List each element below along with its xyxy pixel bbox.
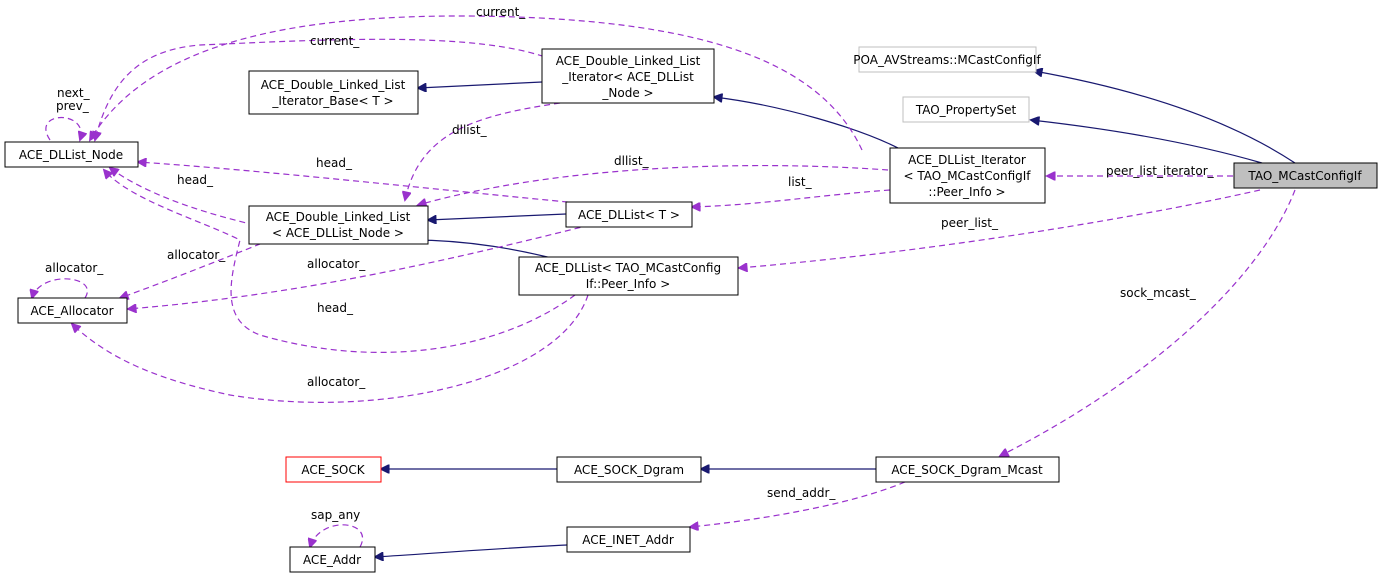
label-sock-mcast: sock_mcast_ — [1120, 286, 1197, 300]
label-prev: prev_ — [56, 99, 90, 113]
node-label-line2: _Iterator< ACE_DLList — [561, 70, 694, 84]
node-ace-sock[interactable]: ACE_SOCK — [285, 456, 382, 483]
label-head-left: head_ — [177, 173, 214, 187]
edge-sock-mcast — [1000, 189, 1296, 456]
node-ace-allocator[interactable]: ACE_Allocator — [17, 297, 128, 324]
label-list: list_ — [788, 175, 813, 189]
label-dllist-peer-iter: dllist_ — [614, 154, 650, 168]
node-label: ACE_SOCK — [301, 463, 365, 477]
node-label: ACE_DLList_Node — [19, 148, 123, 162]
label-allocator-self: allocator_ — [45, 261, 104, 275]
node-label: ACE_SOCK_Dgram_Mcast — [891, 463, 1043, 477]
edge-current-second — [95, 38, 554, 140]
node-label: ACE_INET_Addr — [582, 533, 674, 547]
node-ace-double-linked-list-iterator-base[interactable]: ACE_Double_Linked_List _Iterator_Base< T… — [248, 70, 419, 115]
edge-allocator-dllistt — [128, 224, 591, 309]
node-label-line2: _Iterator_Base< T > — [271, 94, 393, 108]
usage-edges — [32, 15, 1296, 547]
edge-current-top — [90, 15, 863, 151]
edge-labels: current_ current_ next_ prev_ dllist_ he… — [45, 5, 1215, 522]
inheritance-edges — [375, 71, 1296, 557]
node-label: TAO_MCastConfigIf — [1247, 169, 1362, 183]
edge-mcastconfigif-to-propertyset — [1031, 120, 1263, 164]
node-label: ACE_Allocator — [30, 304, 113, 318]
node-ace-inet-addr[interactable]: ACE_INET_Addr — [566, 526, 691, 553]
label-peer-list: peer_list_ — [941, 216, 999, 230]
edge-dlliter-to-base — [418, 81, 543, 88]
label-next: next_ — [57, 86, 91, 100]
label-head-node: head_ — [316, 156, 353, 170]
edge-allocator-dll — [120, 239, 271, 298]
edge-list — [692, 189, 891, 207]
node-ace-dllist-node[interactable]: ACE_DLList_Node — [4, 141, 139, 168]
node-label-line1: ACE_DLList< TAO_MCastConfig — [535, 261, 721, 275]
label-current-top: current_ — [476, 5, 526, 19]
label-allocator-dllistt: allocator_ — [307, 257, 366, 271]
edge-peeriter-to-dlliter — [714, 97, 903, 151]
label-head-bottom: head_ — [317, 301, 354, 315]
node-label: TAO_PropertySet — [915, 103, 1017, 117]
label-allocator-dll: allocator_ — [167, 248, 226, 262]
node-ace-dllist-iterator-peer-info[interactable]: ACE_DLList_Iterator < TAO_MCastConfigIf … — [889, 147, 1046, 204]
node-tao-propertyset[interactable]: TAO_PropertySet — [902, 96, 1030, 123]
node-ace-sock-dgram[interactable]: ACE_SOCK_Dgram — [556, 456, 702, 483]
edge-sap-any-self — [310, 524, 364, 547]
label-allocator-bottom: allocator_ — [307, 375, 366, 389]
node-ace-dllist-peer-info[interactable]: ACE_DLList< TAO_MCastConfig If::Peer_Inf… — [518, 256, 739, 296]
node-label-line2: < ACE_DLList_Node > — [272, 226, 404, 240]
edge-mcastconfigif-to-poa — [1034, 71, 1296, 164]
node-ace-double-linked-list-node[interactable]: ACE_Double_Linked_List < ACE_DLList_Node… — [248, 205, 429, 245]
node-label-line1: ACE_Double_Linked_List — [266, 210, 411, 224]
edge-send-addr — [690, 481, 906, 527]
node-label: POA_AVStreams::MCastConfigIf — [853, 53, 1041, 67]
node-label-line3: ::Peer_Info > — [928, 185, 1005, 199]
node-label-line1: ACE_Double_Linked_List — [556, 54, 701, 68]
edge-head-left — [110, 168, 256, 226]
label-peer-list-iterator: peer_list_iterator_ — [1106, 164, 1215, 178]
node-label-line1: ACE_Double_Linked_List — [261, 78, 406, 92]
label-send-addr: send_addr_ — [767, 486, 836, 500]
node-label-line1: ACE_DLList_Iterator — [908, 153, 1026, 167]
edge-allocator-self — [32, 278, 88, 298]
node-ace-sock-dgram-mcast[interactable]: ACE_SOCK_Dgram_Mcast — [875, 456, 1060, 483]
node-tao-mcastconfigif[interactable]: TAO_MCastConfigIf — [1233, 162, 1378, 189]
node-label: ACE_SOCK_Dgram — [574, 463, 684, 477]
node-label: ACE_Addr — [303, 553, 361, 567]
node-label: ACE_DLList< T > — [578, 208, 680, 222]
edge-next-prev-self — [45, 116, 81, 141]
label-current-second: current_ — [310, 34, 360, 48]
edge-inetaddr-to-addr — [375, 544, 568, 557]
edge-dllistt-to-dllnode — [428, 213, 567, 220]
edge-dllist-iter — [405, 102, 561, 200]
node-ace-double-linked-list-iterator-node[interactable]: ACE_Double_Linked_List _Iterator< ACE_DL… — [541, 48, 715, 104]
edge-peer-list — [739, 189, 1261, 268]
node-poa-avstreams-mcastconfigif[interactable]: POA_AVStreams::MCastConfigIf — [853, 46, 1041, 73]
label-sap-any: sap_any — [311, 508, 360, 522]
edge-head-bottom — [104, 170, 576, 353]
node-label-line3: _Node > — [601, 86, 653, 100]
node-label-line2: < TAO_MCastConfigIf — [903, 169, 1031, 183]
label-dllist-iter: dllist_ — [452, 123, 488, 137]
node-ace-dllist-t[interactable]: ACE_DLList< T > — [565, 201, 693, 228]
edge-dllist-peer-iter — [418, 164, 889, 205]
node-label-line2: If::Peer_Info > — [586, 277, 671, 291]
node-ace-addr[interactable]: ACE_Addr — [289, 546, 376, 573]
